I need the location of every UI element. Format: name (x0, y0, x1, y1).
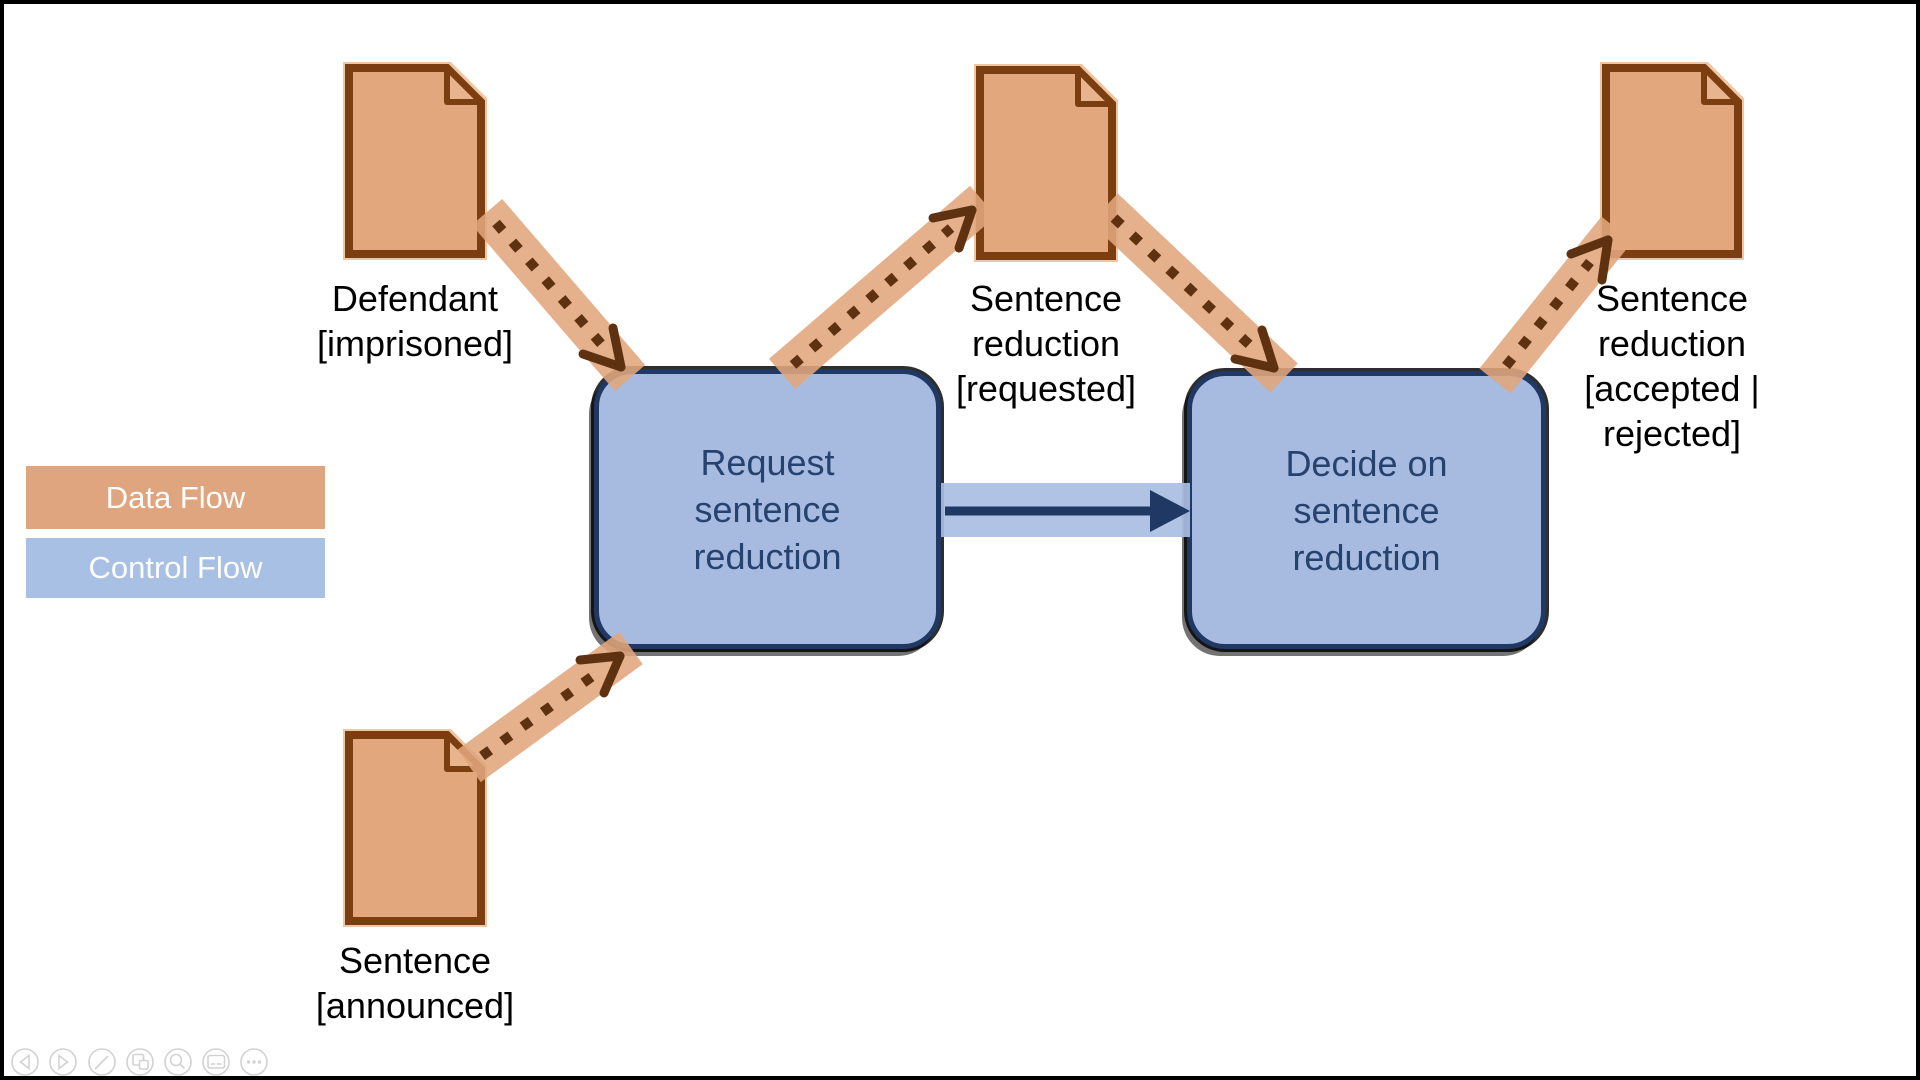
document-icon-defendant (343, 62, 487, 260)
legend-data-flow: Data Flow (26, 466, 325, 529)
process-label: Request sentence reduction (693, 441, 842, 577)
control-flow-arrow (941, 483, 1190, 537)
more-options-button[interactable] (240, 1048, 268, 1076)
legend-control-flow: Control Flow (26, 538, 325, 598)
process-label: Decide on sentence reduction (1285, 442, 1448, 578)
data-flow-arrow-announced-to-request (457, 631, 643, 783)
document-label-sentence-reduction-decided: Sentence reduction [accepted | rejected] (1584, 278, 1760, 454)
previous-slide-button[interactable] (11, 1048, 39, 1076)
document-label-defendant: Defendant [imprisoned] (316, 278, 514, 364)
document-label-sentence-announced: Sentence [announced] (315, 940, 515, 1026)
zoom-to-slide-button[interactable] (164, 1048, 192, 1076)
document-icon-sentence-reduction-decided (1600, 62, 1744, 260)
next-slide-button[interactable] (49, 1048, 77, 1076)
pen-button[interactable] (88, 1048, 116, 1076)
document-label-sentence-reduction-requested: Sentence reduction [requested] (955, 278, 1137, 409)
captions-button[interactable] (202, 1048, 230, 1076)
legend-control-flow-label: Control Flow (88, 550, 263, 585)
process-request-sentence-reduction: Request sentence reduction (594, 369, 941, 649)
document-icon-sentence-reduction-requested (974, 64, 1118, 262)
see-all-slides-button[interactable] (126, 1048, 154, 1076)
legend-data-flow-label: Data Flow (105, 479, 246, 515)
document-icon-sentence-announced (343, 729, 487, 927)
process-decide-on-sentence-reduction: Decide on sentence reduction (1187, 371, 1546, 649)
presenter-toolbar (11, 1048, 268, 1076)
